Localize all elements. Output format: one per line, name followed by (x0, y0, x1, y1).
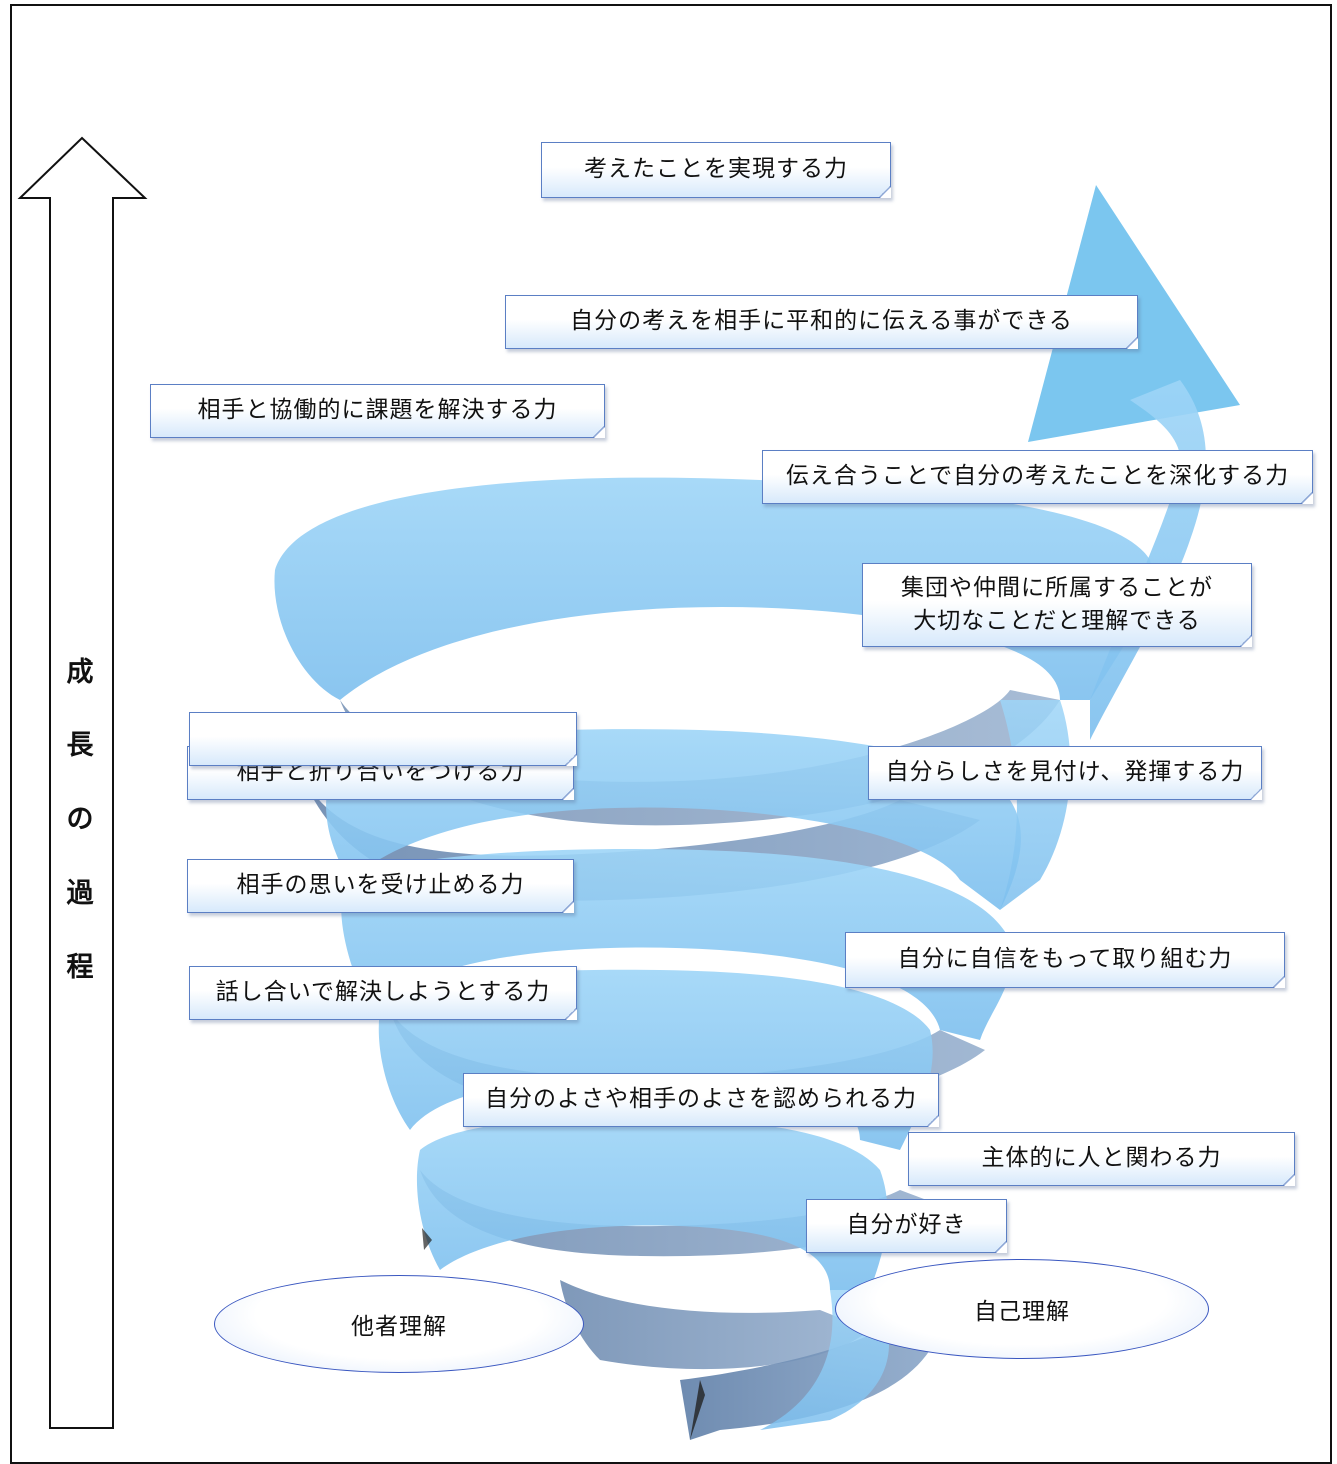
box-recognize-goodness: 自分のよさや相手のよさを認められる力 (463, 1073, 939, 1127)
box-realize-ideas: 考えたことを実現する力 (541, 142, 891, 198)
box-engage-proactively: 主体的に人と関わる力 (908, 1132, 1295, 1186)
spiral-band (274, 477, 1152, 700)
box-accept-feelings: 相手の思いを受け止める力 (187, 859, 574, 913)
axis-label-char: 長 (66, 730, 94, 761)
spiral-band-shadow (560, 1280, 870, 1370)
growth-arrow (17, 136, 148, 1429)
box-self-expression: 自分らしさを見付け、発揮する力 (868, 746, 1262, 800)
spiral-band (690, 1380, 705, 1440)
box-placeholder-hidden (189, 712, 577, 766)
spiral-band (416, 1117, 888, 1290)
box-self-confidence: 自分に自信をもって取り組む力 (845, 932, 1285, 988)
axis-label-char: の (66, 804, 94, 835)
oval-self-understanding: 自己理解 (835, 1259, 1209, 1359)
spiral-band (422, 1228, 432, 1250)
box-like-myself: 自分が好き (806, 1199, 1007, 1253)
box-belonging: 集団や仲間に所属することが 大切なことだと理解できる (862, 563, 1252, 647)
oval-understanding-others: 他者理解 (214, 1275, 584, 1373)
box-deepen-thinking: 伝え合うことで自分の考えたことを深化する力 (762, 450, 1313, 504)
box-resolve-by-talk: 話し合いで解決しようとする力 (189, 966, 577, 1020)
spiral-band (1090, 380, 1207, 740)
axis-label-char: 程 (66, 952, 94, 983)
axis-label-char: 過 (66, 878, 94, 909)
axis-label-char: 成 (66, 657, 94, 688)
box-collaborate: 相手と協働的に課題を解決する力 (150, 384, 605, 438)
box-convey-peacefully: 自分の考えを相手に平和的に伝える事ができる (505, 295, 1138, 349)
